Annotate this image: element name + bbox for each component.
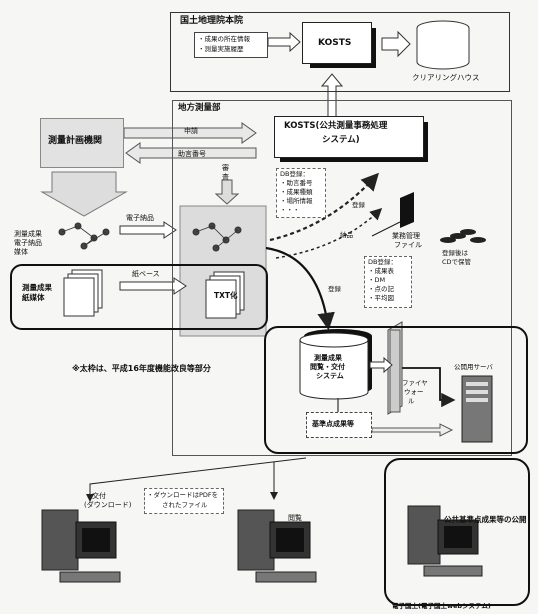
hq-item-1: ・成果の所在情報 [198, 35, 250, 43]
cd-store-1: 登録後は [442, 249, 468, 257]
kosts-hq-label: KOSTS [318, 38, 352, 48]
to-system-curve [265, 246, 335, 331]
system-line1: 測量成果 [314, 354, 342, 362]
db2-4: ・平均図 [368, 294, 394, 302]
pdf-line2: されたファイル [162, 501, 208, 509]
public-frame [384, 458, 530, 606]
benchmark-box [306, 412, 372, 438]
kosts-regional-box [274, 116, 424, 158]
kosts-regional-line2: システム) [322, 135, 360, 145]
business-file-1: 業務管理 [392, 232, 420, 240]
regional-frame [172, 100, 512, 456]
planner-label: 測量計画機関 [48, 136, 103, 146]
pdf-line1: ・ダウンロードはPDFを [147, 491, 219, 499]
paper-media-1: 測量成果 [22, 283, 52, 292]
regional-title: 地方測量部 [178, 103, 221, 113]
note-text: ※太枠は、平成16年度機能改良等部分 [72, 364, 211, 373]
business-file-2: ファイル [394, 241, 422, 249]
planner-down-arrow [40, 171, 128, 217]
business-file-shape [400, 192, 414, 228]
apply-label: 申請 [184, 127, 198, 135]
hq-item-2: ・測量実施履歴 [198, 45, 244, 53]
txt-label: TXT化 [214, 291, 238, 300]
paper-frame [10, 264, 268, 330]
planner-box [40, 118, 124, 168]
kosts-regional-line1: KOSTS(公共測量事務処理 [284, 121, 388, 131]
paper-base-arrow [119, 277, 187, 295]
db1-2: ・成果種類 [280, 188, 313, 196]
web-system-label: 電子国土(電子国土webシステム) [392, 602, 491, 610]
db-register-box-2 [364, 256, 412, 308]
deliver-line [371, 221, 401, 237]
db1-4: ・・・ [280, 206, 300, 214]
firewall-2: ウォー [404, 388, 424, 396]
db2-1: ・成果表 [368, 267, 394, 275]
computer-left [41, 509, 121, 583]
register-label-1: 登録 [352, 201, 365, 209]
register-label-2: 登録 [328, 285, 341, 293]
e-media-3: 媒体 [14, 248, 28, 256]
hq-items-box [194, 32, 268, 58]
cd-icons [440, 229, 486, 243]
hq-to-clearing-arrow [381, 30, 411, 58]
up-to-hq-arrow [320, 73, 344, 119]
hq-title: 国土地理院本院 [180, 16, 244, 26]
issue-line1: 交付 [92, 492, 106, 500]
cd-store-2: CDで保管 [442, 258, 472, 266]
items-to-kosts-arrow [267, 31, 301, 53]
firewall-1: ファイヤ [402, 379, 428, 387]
system-cylinder-rim [299, 332, 369, 348]
system-line2: 閲覧・交付 [310, 363, 345, 371]
public-label: 公共基準点成果等の公開 [444, 515, 527, 524]
inspection-arrow [214, 179, 240, 205]
electronic-delivery-arrow [119, 221, 177, 239]
paper-document-icon [63, 269, 103, 317]
electronic-media-icon [58, 222, 110, 250]
firewall-3: ル [408, 397, 415, 405]
inspection-1: 審 [222, 164, 229, 172]
advice-arrow [125, 142, 257, 164]
inspection-2: 査 [222, 173, 229, 181]
db-register-box-1 [276, 168, 326, 218]
benchmark-label: 基準点成果等 [312, 420, 354, 428]
issue-line2: (ダウンロード) [84, 501, 132, 509]
paper-base-label: 紙ベース [132, 270, 160, 278]
deliver-label: 納品 [340, 231, 353, 239]
db1-1: ・助言番号 [280, 179, 313, 187]
db2-3: ・点の記 [368, 285, 394, 293]
system-cylinder-body [299, 340, 369, 400]
e-delivery-label: 電子納品 [126, 214, 154, 222]
kosts-hq-box [302, 22, 372, 64]
paper-media-2: 紙媒体 [22, 293, 45, 302]
pdf-note-box [144, 488, 224, 514]
e-media-1: 測量成果 [14, 230, 42, 238]
apply-arrow [123, 122, 257, 144]
clearing-house-label: クリアリングハウス [412, 73, 480, 82]
db2-0: DB登録： [368, 258, 397, 266]
to-issue-line [86, 457, 307, 502]
system-line3: システム [316, 372, 344, 380]
server-label: 公開用サーバ [454, 363, 493, 371]
clearing-house-body [416, 28, 470, 70]
db1-0: DB登録： [280, 170, 309, 178]
advice-label: 助言番号 [178, 150, 206, 158]
db2-2: ・DM [368, 276, 386, 284]
computer-middle [237, 509, 317, 583]
db1-3: ・場所情報 [280, 197, 313, 205]
txt-document-icon [205, 271, 245, 319]
processing-media-icon [192, 222, 242, 252]
e-media-2: 電子納品 [14, 239, 42, 247]
system-frame [264, 326, 528, 454]
hq-frame [170, 12, 510, 92]
computer-right [407, 505, 483, 577]
server-tower [461, 375, 493, 443]
browse-label: 閲覧 [288, 514, 302, 522]
firewall-to-server [402, 367, 456, 408]
